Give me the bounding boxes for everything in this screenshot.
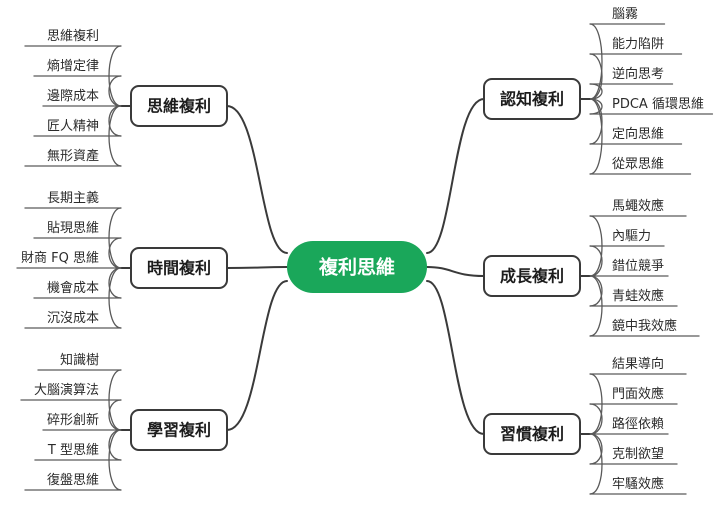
- leaf-label[interactable]: 內驅力: [612, 229, 651, 244]
- leaf-connector: [108, 75, 122, 107]
- branch-label: 思維複利: [147, 97, 211, 116]
- branch-label: 時間複利: [147, 259, 211, 278]
- leaf-label[interactable]: 思維複利: [47, 28, 99, 44]
- leaf-label[interactable]: 鏡中我效應: [612, 318, 677, 334]
- leaf-connector: [108, 399, 122, 431]
- leaf-label[interactable]: 牢騷效應: [612, 476, 664, 492]
- connector-root-to-branch-shijian: [226, 266, 288, 269]
- root-layer: 複利思維: [287, 241, 427, 293]
- leaf-label[interactable]: PDCA 循環思維: [612, 97, 704, 112]
- branch-node-branch-chengzhang[interactable]: [483, 255, 581, 297]
- leaf-label[interactable]: 從眾思維: [612, 157, 664, 172]
- leaf-connector: [589, 433, 603, 495]
- leaf-label[interactable]: 沉沒成本: [47, 311, 99, 326]
- leaf-connector: [108, 267, 122, 329]
- leaf-connector: [108, 105, 122, 167]
- root-node[interactable]: [287, 241, 427, 293]
- leaf-label[interactable]: 機會成本: [47, 281, 99, 296]
- leaf-label[interactable]: 大腦演算法: [34, 382, 99, 398]
- branch-node-branch-xiguan[interactable]: [483, 413, 581, 455]
- leaf-label[interactable]: 克制欲望: [612, 446, 664, 462]
- leaf-label[interactable]: 熵增定律: [47, 58, 99, 74]
- leaf-connector: [589, 98, 603, 145]
- leaf-label[interactable]: 知識樹: [60, 352, 99, 368]
- leaf-label[interactable]: 匠人精神: [47, 119, 99, 134]
- connector-root-to-branch-xuexi: [226, 280, 288, 431]
- leaf-connector: [108, 429, 122, 491]
- leaf-label[interactable]: 財商 FQ 思維: [21, 251, 99, 266]
- connector-root-to-branch-siwei: [226, 105, 288, 254]
- leaf-label[interactable]: 錯位競爭: [612, 259, 664, 274]
- root-label: 複利思維: [318, 256, 395, 279]
- leaf-label[interactable]: 長期主義: [47, 190, 99, 206]
- connector-root-to-branch-renzhi: [426, 98, 485, 254]
- leaf-label[interactable]: 碎形創新: [47, 412, 99, 428]
- leaf-label[interactable]: 邊際成本: [47, 89, 99, 104]
- leaf-label[interactable]: 青蛙效應: [612, 288, 664, 304]
- connector-root-to-branch-chengzhang: [426, 266, 485, 277]
- leaf-label[interactable]: 能力陷阱: [612, 37, 664, 52]
- leaf-label[interactable]: 結果導向: [612, 356, 664, 372]
- branch-label: 認知複利: [500, 90, 564, 109]
- leaf-label[interactable]: T 型思維: [47, 443, 99, 458]
- leaf-connector: [589, 403, 603, 435]
- leaf-label[interactable]: 逆向思考: [612, 66, 664, 82]
- leaf-label[interactable]: 貼現思維: [47, 221, 99, 236]
- leaf-label[interactable]: 復盤思維: [47, 472, 99, 488]
- leaf-connector: [589, 98, 603, 175]
- connector-layer: [120, 98, 591, 435]
- leaf-connector: [589, 245, 603, 277]
- branch-label: 學習複利: [147, 421, 211, 440]
- leaf-connector: [108, 237, 122, 269]
- leaf-label[interactable]: 路徑依賴: [612, 416, 664, 432]
- leaf-connector: [589, 23, 603, 100]
- branch-node-branch-xuexi[interactable]: [130, 409, 228, 451]
- branch-node-branch-shijian[interactable]: [130, 247, 228, 289]
- leaf-connector: [589, 53, 603, 100]
- connector-root-to-branch-xiguan: [426, 280, 485, 435]
- leaf-connector: [589, 275, 603, 337]
- leaf-label[interactable]: 定向思維: [612, 126, 664, 142]
- branch-node-branch-renzhi[interactable]: [483, 78, 581, 120]
- leaf-label[interactable]: 門面效應: [612, 386, 664, 402]
- branch-label: 成長複利: [500, 267, 564, 286]
- leaf-label[interactable]: 腦霧: [612, 7, 638, 22]
- branch-label: 習慣複利: [500, 425, 564, 444]
- leaf-label[interactable]: 無形資產: [47, 148, 99, 164]
- leaf-label[interactable]: 馬蠅效應: [612, 198, 664, 214]
- branch-node-branch-siwei[interactable]: [130, 85, 228, 127]
